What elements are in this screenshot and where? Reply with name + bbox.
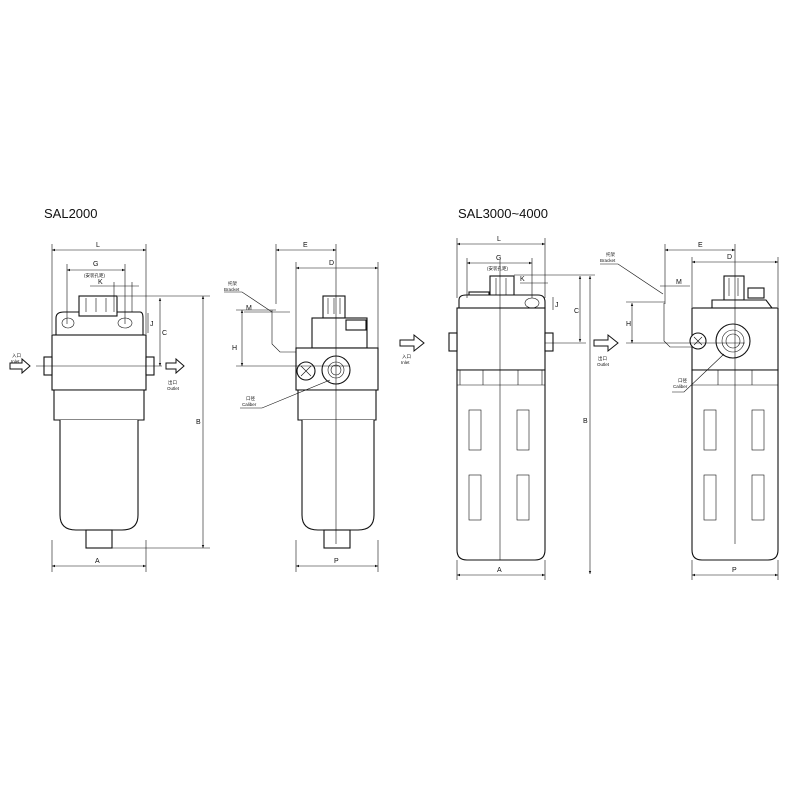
sal3000-front-view bbox=[448, 260, 554, 561]
dim-label-L: L bbox=[96, 242, 100, 249]
dim-note-G: (安装孔距) bbox=[487, 265, 508, 272]
inlet-arrow-icon bbox=[9, 357, 31, 375]
bracket-label-en: Bracket bbox=[224, 287, 240, 292]
svg-text:入口: 入口 bbox=[402, 354, 411, 360]
dim-label-K: K bbox=[98, 279, 103, 286]
dim-label-C: C bbox=[574, 308, 579, 315]
sal2000-side-dimensions: E D M H 托架 Bracket 口径 Caliber P bbox=[224, 242, 379, 572]
dim-label-H: H bbox=[232, 345, 237, 352]
dim-label-G: G bbox=[93, 261, 98, 268]
sal2000-inlet: 入口 Inlet bbox=[9, 353, 31, 375]
caliber-label-cn: 口径 bbox=[246, 395, 255, 402]
bracket-label-cn: 托架 bbox=[606, 251, 615, 258]
dim-label-E: E bbox=[303, 242, 308, 249]
dim-label-E: E bbox=[698, 242, 703, 249]
caliber-label-en: Caliber bbox=[242, 402, 257, 407]
dim-label-P: P bbox=[334, 558, 339, 565]
dim-label-A: A bbox=[95, 558, 100, 565]
dim-label-G: G bbox=[496, 255, 501, 262]
dim-label-M: M bbox=[676, 279, 682, 286]
dim-label-K: K bbox=[520, 276, 525, 283]
sal2000-front-dimensions: L G (安装孔距) K J C B A bbox=[36, 242, 210, 572]
sal3000-inlet: 入口 Inlet bbox=[399, 333, 425, 365]
dim-label-C: C bbox=[162, 330, 167, 337]
model-title-sal3000-4000: SAL3000~4000 bbox=[458, 206, 548, 221]
sal3000-front-dimensions: L G (安装孔距) K J C B A bbox=[456, 236, 595, 580]
svg-text:Inlet: Inlet bbox=[401, 360, 410, 365]
svg-text:Outlet: Outlet bbox=[597, 362, 610, 367]
dim-label-J: J bbox=[150, 321, 154, 328]
dim-note-G: (安装孔距) bbox=[84, 272, 105, 279]
dim-label-H: H bbox=[626, 321, 631, 328]
dim-label-A: A bbox=[497, 567, 502, 574]
sal2000-front-view bbox=[43, 295, 155, 549]
inlet-arrow-icon bbox=[399, 333, 425, 353]
outlet-arrow-icon bbox=[593, 333, 619, 353]
sal2000-side-view bbox=[271, 295, 379, 549]
dim-label-M: M bbox=[246, 305, 252, 312]
caliber-label-en: Caliber bbox=[673, 384, 688, 389]
svg-text:Outlet: Outlet bbox=[167, 386, 180, 391]
svg-text:出口: 出口 bbox=[168, 379, 177, 386]
dim-label-P: P bbox=[732, 567, 737, 574]
dim-label-D: D bbox=[727, 254, 732, 261]
sal3000-side-dimensions: E D M H 托架 Bracket 口径 Caliber P bbox=[600, 242, 779, 580]
sal2000-outlet: 出口 Outlet bbox=[165, 357, 185, 391]
caliber-label-cn: 口径 bbox=[678, 377, 687, 384]
model-title-sal2000: SAL2000 bbox=[44, 206, 98, 221]
svg-text:入口: 入口 bbox=[12, 353, 21, 359]
dim-label-D: D bbox=[329, 260, 334, 267]
svg-text:出口: 出口 bbox=[598, 355, 607, 362]
outlet-arrow-icon bbox=[165, 357, 185, 375]
dim-label-B: B bbox=[583, 418, 588, 425]
dim-label-J: J bbox=[555, 302, 559, 309]
sal3000-side-view bbox=[663, 275, 779, 561]
dim-label-B: B bbox=[196, 419, 201, 426]
bracket-label-cn: 托架 bbox=[228, 280, 237, 287]
sal3000-outlet: 出口 Outlet bbox=[593, 333, 619, 367]
dim-label-L: L bbox=[497, 236, 501, 243]
bracket-label-en: Bracket bbox=[600, 258, 616, 263]
svg-text:Inlet: Inlet bbox=[11, 359, 20, 364]
